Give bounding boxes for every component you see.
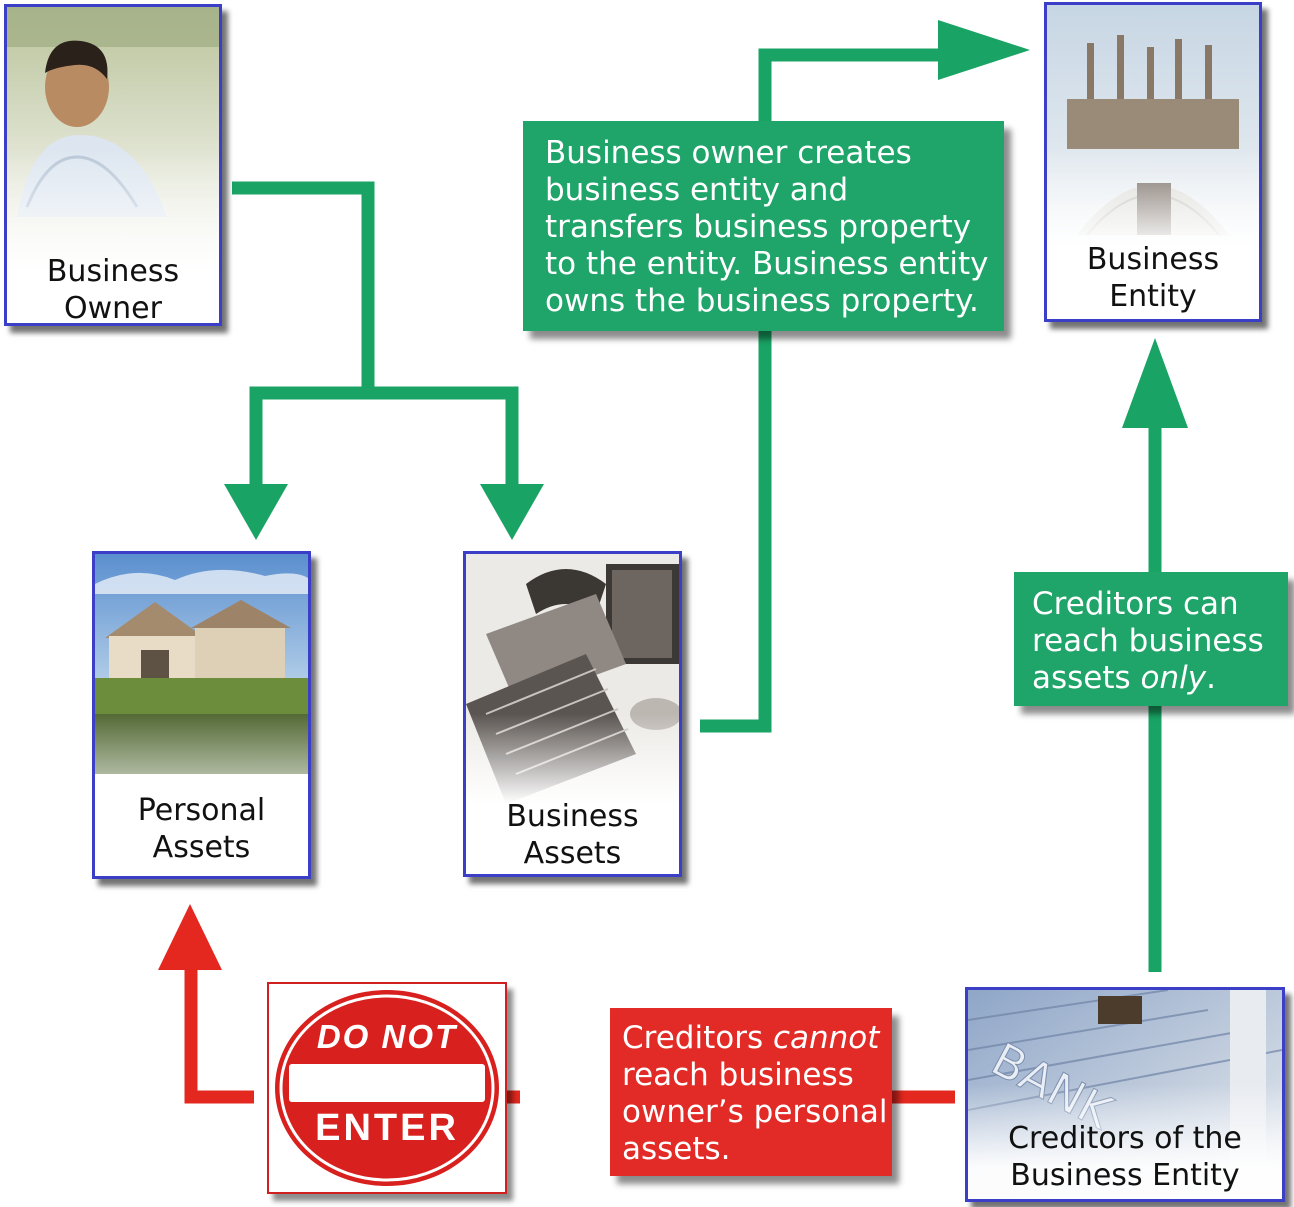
owner-to-assets-connector: [232, 181, 375, 387]
creditors-can-only-emphasis: only: [1140, 660, 1207, 696]
creditors-can-note: Creditors can reach business assets only…: [1014, 572, 1288, 706]
creditors-cannot-line3: owner’s personal: [622, 1094, 888, 1130]
creditors-cannot-emphasis: cannot: [772, 1020, 880, 1056]
business-assets-card: Business Assets: [463, 551, 682, 877]
owner-creates-entity-note: Business owner creates business entity a…: [523, 121, 1004, 331]
arrowhead-to-personal-assets: [224, 484, 288, 540]
creditors-can-line1: Creditors can: [1032, 586, 1239, 622]
sign-bottom-text: ENTER: [315, 1107, 459, 1149]
creditors-cannot-note: Creditors cannot reach business owner’s …: [610, 1008, 892, 1176]
assets-to-entity-connector: [700, 48, 940, 733]
business-entity-label-line2: Entity: [1109, 279, 1197, 314]
arrowhead-to-business-entity: [938, 20, 1030, 80]
factory-building-image: [1047, 5, 1259, 319]
owner-note-line5: owns the business property.: [545, 283, 979, 319]
sign-top-text: DO NOT: [317, 1018, 458, 1055]
business-owner-label-line2: Owner: [64, 291, 162, 326]
arrowhead-to-personal-assets-red: [158, 904, 222, 970]
owner-note-line3: transfers business property: [545, 209, 972, 245]
creditors-can-line3-pre: assets: [1032, 660, 1141, 696]
owner-note-line2: business entity and: [545, 172, 849, 208]
creditors-can-line3: assets only.: [1032, 660, 1288, 697]
arrowhead-to-business-assets: [480, 484, 544, 540]
business-owner-card: Business Owner: [4, 4, 222, 326]
personal-assets-card: Personal Assets: [92, 551, 311, 879]
business-assets-label-line1: Business: [506, 799, 639, 834]
business-assets-label-line2: Assets: [523, 836, 622, 871]
business-entity-card: Business Entity: [1044, 2, 1262, 322]
do-not-enter-sign-icon: DO NOT ENTER: [275, 990, 499, 1186]
split-connector: [249, 386, 519, 487]
creditors-cannot-line1: Creditors cannot: [622, 1020, 892, 1057]
creditors-card: BANK Creditors of the Business Entity: [965, 987, 1285, 1202]
do-not-enter-sign: DO NOT ENTER: [267, 982, 507, 1194]
creditors-cannot-line1-pre: Creditors: [622, 1020, 773, 1056]
business-entity-label-line1: Business: [1086, 242, 1220, 277]
creditors-label-line2: Business Entity: [1010, 1158, 1240, 1193]
man-portrait-image: [7, 7, 219, 323]
owner-note-line4: to the entity. Business entity: [545, 246, 989, 282]
house-image: [95, 554, 308, 876]
sign-to-personal-assets-connector: [184, 968, 254, 1104]
bank-building-image: BANK: [968, 990, 1282, 1199]
creditors-can-line2: reach business: [1032, 623, 1264, 659]
creditors-cannot-line4: assets.: [622, 1131, 731, 1167]
personal-assets-label-line1: Personal: [137, 793, 266, 828]
arrowhead-up-to-business-entity: [1122, 338, 1188, 428]
personal-assets-label-line2: Assets: [152, 830, 251, 865]
creditors-label-line1: Creditors of the: [1008, 1121, 1242, 1156]
creditors-can-line3-post: .: [1206, 660, 1216, 696]
phone-keyboard-monitor-image: [466, 554, 679, 874]
business-owner-label-line1: Business: [46, 254, 180, 289]
creditors-cannot-line2: reach business: [622, 1057, 854, 1093]
owner-note-line1: Business owner creates: [545, 135, 912, 171]
